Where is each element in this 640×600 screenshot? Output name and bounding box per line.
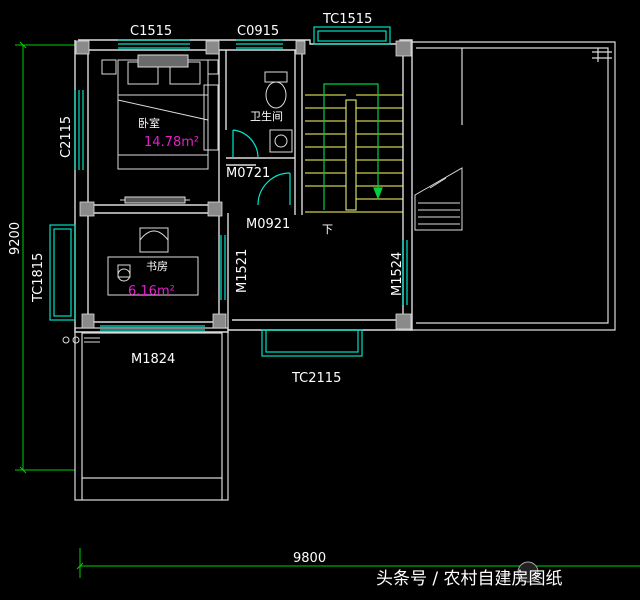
watermark: 头条号 / 农村自建房图纸 [376,561,563,589]
balcony-drain-marks [62,336,100,344]
terrace-right [410,41,616,331]
watermark-text: 头条号 / 农村自建房图纸 [376,569,563,589]
room-name-bathroom: 卫生间 [250,109,283,123]
stair-down-label: 下 [322,223,333,236]
window-label-c2115: C2115 [59,116,74,158]
room-area-bedroom: 14.78m² [144,135,199,150]
door-label-m1824: M1824 [131,352,175,367]
door-label-m0921: M0921 [246,217,290,232]
wechat-icon [517,561,539,583]
bed-icon [101,54,219,204]
room-name-bedroom: 卧室 [138,116,160,130]
desk-icon [107,227,199,296]
toilet-icon [264,71,288,109]
staircase [305,94,403,213]
balcony-left [74,327,229,501]
door-label-m0721: M0721 [226,166,270,181]
wardrobe-icon [203,84,219,151]
stair-arrow [323,83,383,210]
dimension-vertical: 9200 [8,222,23,255]
window-label-tc1515: TC1515 [322,12,372,27]
doors [100,129,408,331]
sink-icon [269,129,293,153]
windows [49,26,391,357]
dimension-lines [15,41,640,578]
window-label-c1515: C1515 [130,24,172,39]
terrace-stair [414,167,463,231]
window-label-c0915: C0915 [237,24,279,39]
door-label-m1524: M1524 [390,252,405,296]
columns [75,40,412,330]
window-label-tc1815: TC1815 [31,253,46,303]
window-label-tc2115: TC2115 [291,371,341,386]
labels: C1515 C0915 TC1515 C2115 TC1815 TC2115 M… [8,12,405,566]
room-area-study: 6.16m² [128,284,175,299]
dimension-horizontal: 9800 [293,551,326,566]
door-label-m1521: M1521 [235,249,250,293]
room-name-study: 书房 [146,260,168,273]
